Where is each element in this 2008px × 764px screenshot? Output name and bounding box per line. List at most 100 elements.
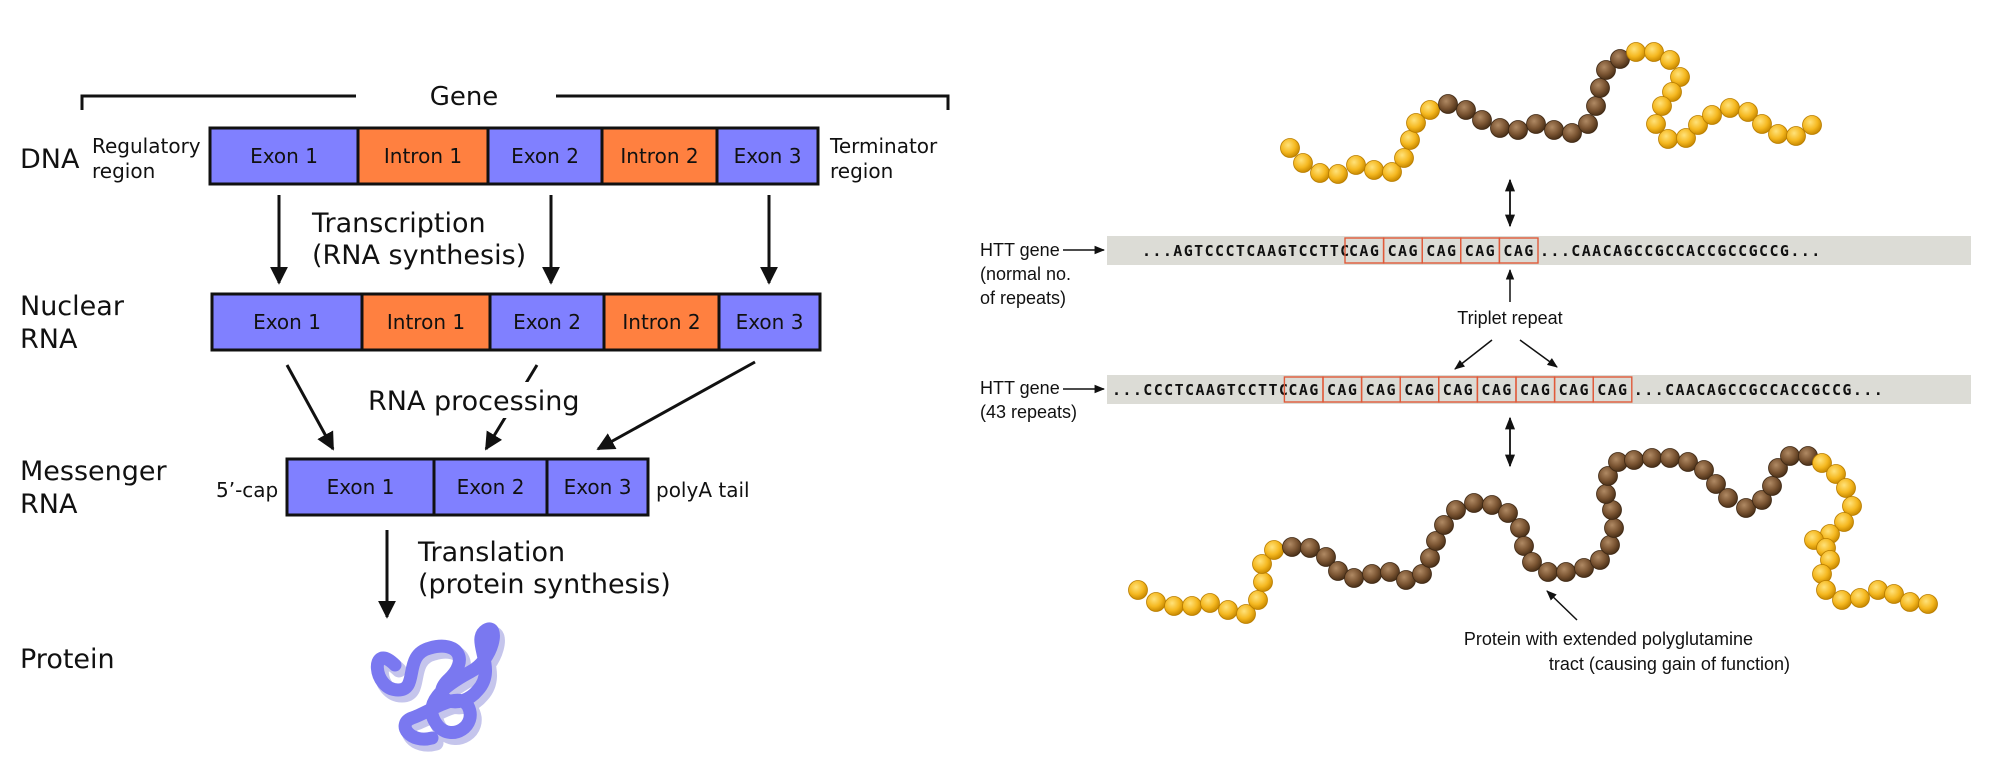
normal-chain-bead [1382, 162, 1402, 182]
nuclear-rna-segment-label-3: Exon 2 [513, 310, 581, 334]
expanded-chain-bead [1596, 484, 1616, 504]
normal-chain-bead [1406, 113, 1426, 133]
expanded-chain-bead [1538, 562, 1558, 582]
expanded-sequence-band [1107, 375, 1971, 404]
nuclear-rna-segment-2 [360, 292, 492, 352]
expanded-chain-bead [1128, 580, 1148, 600]
normal-chain-bead [1310, 163, 1330, 183]
expanded-chain-bead [1642, 448, 1662, 468]
normal-chain-bead [1280, 138, 1300, 158]
normal-chain-bead [1490, 118, 1510, 138]
regulatory-region-line2: region [92, 159, 155, 183]
expanded-chain-bead [1300, 538, 1320, 558]
normal-chain-bead [1578, 114, 1598, 134]
triplet-repeat-right-arrow [1519, 339, 1558, 368]
normal-chain-bead [1596, 60, 1616, 80]
expanded-chain-bead [1834, 512, 1854, 532]
regulatory-region-line1: Regulatory [92, 134, 201, 158]
normal-gene-label-line3: of repeats) [980, 288, 1066, 308]
expanded-chain-bead [1600, 535, 1620, 555]
expanded-chain-bead [1510, 518, 1530, 538]
normal-chain-bead [1400, 130, 1420, 150]
normal-chain-bead [1646, 114, 1666, 134]
expanded-seq-repeat-4: CAG [1404, 381, 1435, 399]
nuclear-rna-segment-label-2: Intron 1 [387, 310, 465, 334]
nuclear-rna-segment-4 [602, 292, 721, 352]
expanded-chain-bead [1164, 596, 1184, 616]
expanded-chain-bead [1590, 550, 1610, 570]
normal-chain-bead [1508, 120, 1528, 140]
processing-arrow-3 [596, 360, 756, 451]
expanded-chain-bead [1344, 568, 1364, 588]
expanded-chain-bead [1598, 466, 1618, 486]
processing-label-backdrop [362, 382, 586, 418]
expanded-chain-bead [1694, 460, 1714, 480]
mrna-segment-3 [545, 457, 650, 517]
dna-segment-label-4: Intron 2 [620, 144, 698, 168]
expanded-seq-repeat-1: CAG [1288, 381, 1319, 399]
normal-seq-repeat-3: CAG [1426, 242, 1457, 260]
expanded-seq-prefix: ...CCCTCAAGTCCTTC [1112, 381, 1289, 399]
expanded-chain-bead [1420, 548, 1440, 568]
translation-label-line1: Translation [417, 537, 565, 568]
normal-gene-label-line2: (normal no. [980, 264, 1071, 284]
expanded-chain-bead [1282, 537, 1302, 557]
expanded-chain-bead [1768, 458, 1788, 478]
expanded-chain-bead [1362, 564, 1382, 584]
expanded-chain-bead [1736, 498, 1756, 518]
terminator-region-line2: region [830, 159, 893, 183]
normal-chain-bead [1802, 115, 1822, 135]
expanded-chain-bead [1434, 515, 1454, 535]
normal-chain-bead [1738, 102, 1758, 122]
normal-chain-bead [1676, 128, 1696, 148]
expanded-chain-bead [1604, 518, 1624, 538]
expanded-seq-repeat-box-9 [1592, 376, 1633, 403]
expanded-seq-repeat-8: CAG [1559, 381, 1590, 399]
expanded-chain-bead [1446, 500, 1466, 520]
normal-seq-prefix: ...AGTCCCTCAAGTCCTTC [1142, 242, 1351, 260]
normal-seq-repeat-4: CAG [1465, 242, 1496, 260]
rna-processing-label: RNA processing [368, 386, 580, 417]
polya-tail-label: polyA tail [656, 478, 750, 502]
expanded-chain-bead [1842, 496, 1862, 516]
expanded-chain-bead [1624, 450, 1644, 470]
protein-squiggle-icon [370, 622, 505, 752]
expanded-chain-bead [1918, 594, 1938, 614]
expanded-chain-bead [1182, 596, 1202, 616]
expanded-chain-bead [1412, 564, 1432, 584]
expanded-chain-bead [1252, 554, 1272, 574]
expanded-chain-bead [1762, 476, 1782, 496]
expanded-chain-bead [1850, 588, 1870, 608]
nuclear-rna-segment-label-4: Intron 2 [622, 310, 700, 334]
expanded-protein-chain [1128, 446, 1938, 624]
expanded-seq-repeat-9: CAG [1597, 381, 1628, 399]
expanded-chain-bead [1248, 590, 1268, 610]
expanded-chain-bead [1426, 531, 1446, 551]
normal-chain-bead [1626, 42, 1646, 62]
five-cap-label: 5’-cap [216, 478, 278, 502]
expanded-chain-bead [1884, 584, 1904, 604]
transcription-label-line2: (RNA synthesis) [312, 240, 526, 271]
normal-chain-bead [1688, 115, 1708, 135]
protein-caption-line2: tract (causing gain of function) [1549, 654, 1790, 674]
expanded-chain-bead [1482, 495, 1502, 515]
dna-segment-2 [356, 126, 490, 186]
terminator-region-line1: Terminator [829, 134, 938, 158]
normal-chain-bead [1644, 42, 1664, 62]
normal-chain-bead [1456, 100, 1476, 120]
dna-segment-label-5: Exon 3 [734, 144, 802, 168]
normal-sequence-band [1107, 236, 1971, 265]
dna-segment-1 [208, 126, 360, 186]
nuclear-rna-segment-5 [717, 292, 822, 352]
expanded-chain-bead [1556, 562, 1576, 582]
expanded-chain-bead [1514, 536, 1534, 556]
protein-label: Protein [20, 644, 115, 675]
dna-segment-label-1: Exon 1 [250, 144, 318, 168]
expanded-chain-bead [1832, 590, 1852, 610]
expanded-chain-bead [1253, 572, 1273, 592]
expanded-chain-bead [1264, 540, 1284, 560]
